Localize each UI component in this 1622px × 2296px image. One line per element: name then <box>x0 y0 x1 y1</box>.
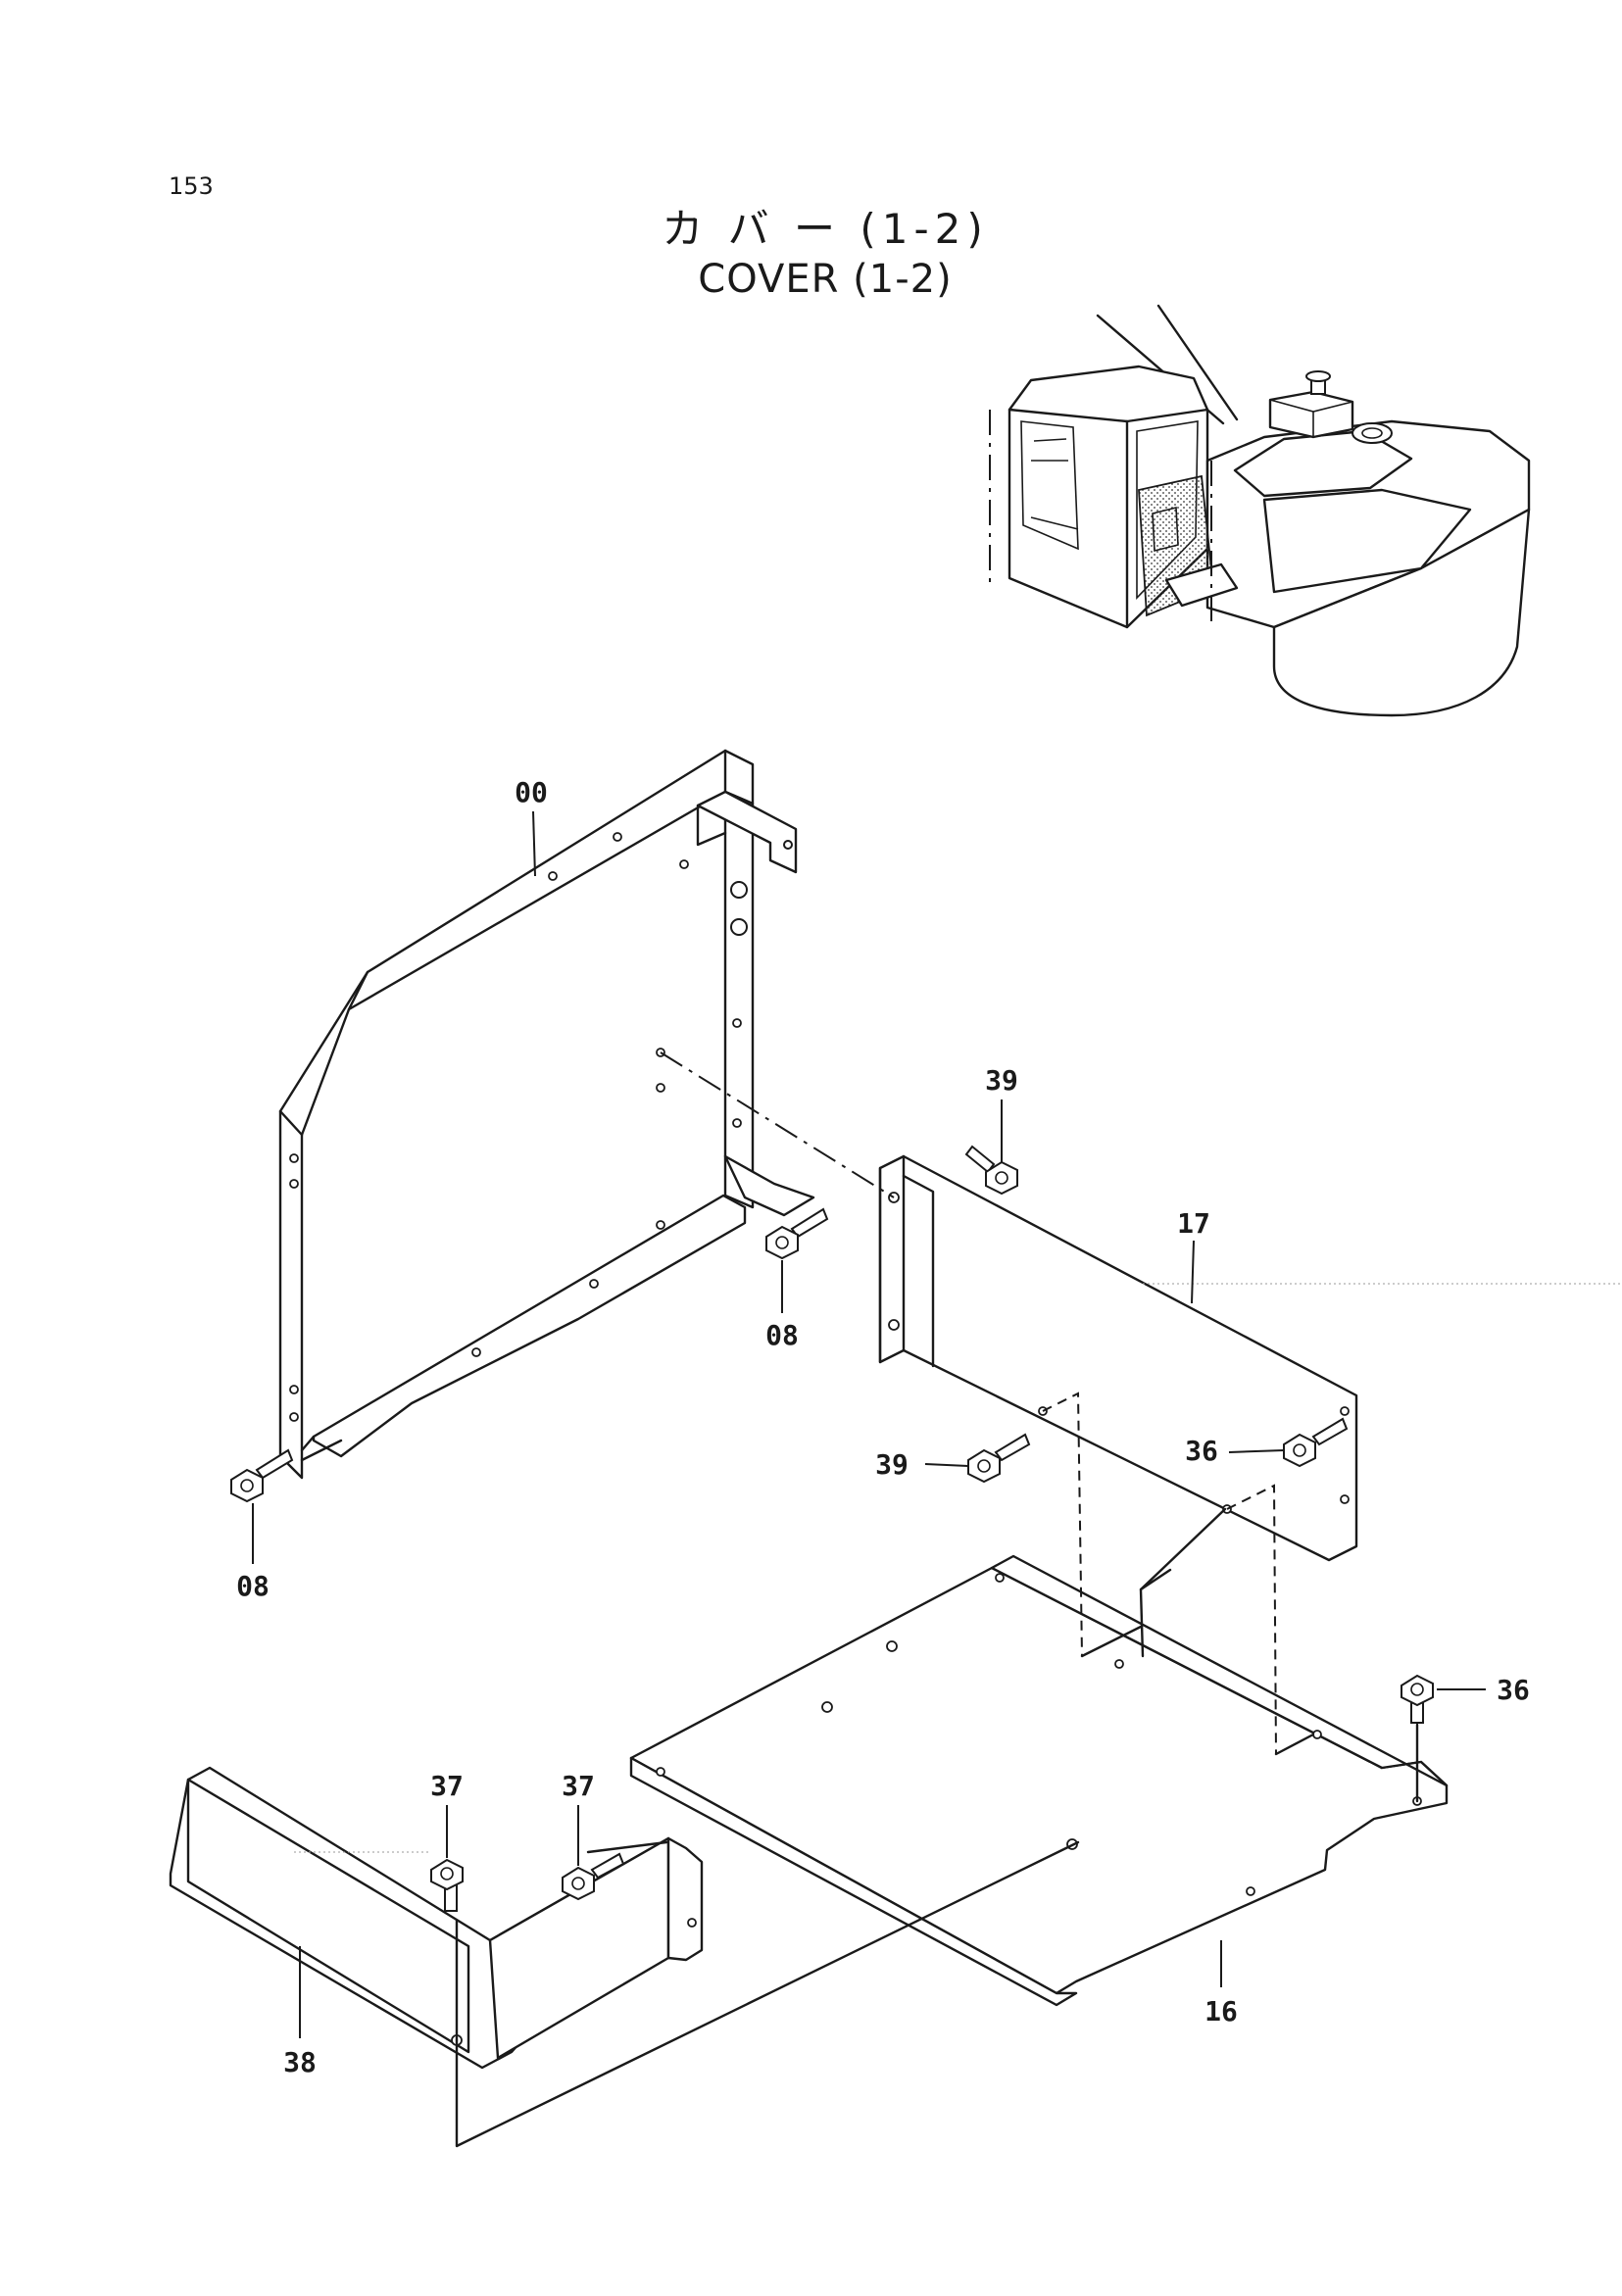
bolt-37-b <box>562 1852 625 1901</box>
frame-part <box>278 749 815 1480</box>
assembly-lines <box>294 1051 1622 2148</box>
bolt-39-left <box>967 1433 1031 1484</box>
page-number: 153 <box>169 172 214 200</box>
bolt-08-middle <box>765 1207 829 1260</box>
bolt-39-top <box>964 1145 1018 1196</box>
leader-lines <box>252 810 1486 2038</box>
bolt-37-a <box>430 1858 464 1912</box>
callout-lower-plate: 38 <box>283 2046 317 2078</box>
callout-bolt-cover-left: 39 <box>875 1448 909 1481</box>
callout-bolt-frame-mid: 08 <box>765 1319 799 1351</box>
callout-bolt-cover-top: 39 <box>985 1064 1018 1097</box>
floor-plate-part <box>629 1554 1449 2007</box>
cover-part <box>878 1154 1358 1562</box>
callout-frame: 00 <box>515 776 548 808</box>
title-japanese: カ バ ー (1-2) <box>662 205 988 253</box>
bolt-08-lower <box>230 1448 294 1503</box>
callout-bolt-lower-a: 37 <box>430 1770 464 1802</box>
callout-cover-upper: 17 <box>1177 1207 1210 1240</box>
bolt-36-floor <box>1401 1674 1434 1724</box>
callout-bolt-frame-bottom: 08 <box>236 1570 270 1602</box>
title-english: COVER (1-2) <box>698 257 952 302</box>
bolt-36-right <box>1283 1417 1349 1468</box>
callout-floor-plate: 16 <box>1204 1995 1238 2027</box>
lower-plate-part <box>169 1766 704 2070</box>
excavator-locator-sketch <box>989 304 1531 717</box>
callout-bolt-floor-right: 36 <box>1497 1674 1530 1706</box>
callout-bolt-cover-right: 36 <box>1185 1435 1218 1467</box>
callout-bolt-lower-b: 37 <box>562 1770 595 1802</box>
